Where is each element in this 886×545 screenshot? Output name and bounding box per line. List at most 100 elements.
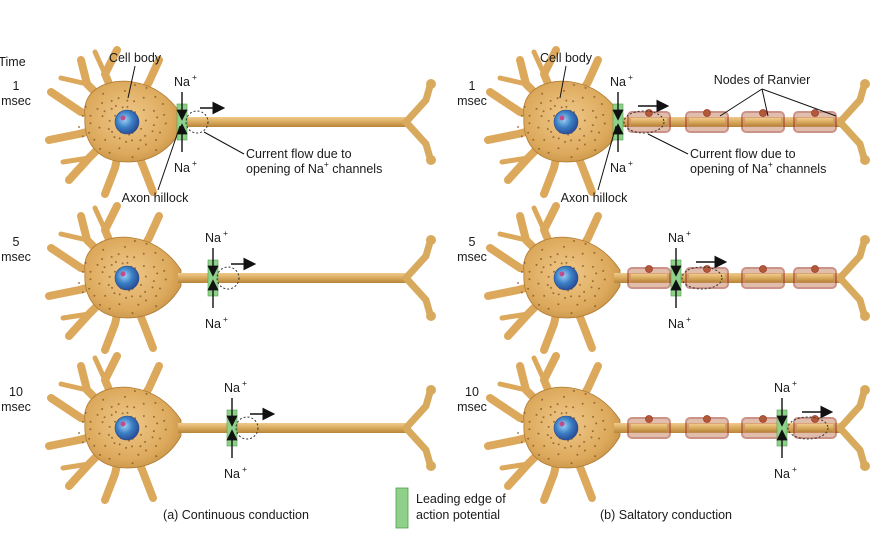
granule [144,134,147,137]
granule [570,156,573,159]
granule [556,403,559,406]
na-label-top-b2-text: Na [774,381,790,395]
granule [151,286,154,289]
na-label-bottom-a0-charge: + [192,158,197,168]
granule [540,258,543,261]
nucleus [553,415,579,441]
granule [553,410,556,413]
schwann-nucleus [811,109,819,117]
panel-0-row-1-unit: msec [1,250,31,264]
na-label-bottom-b0: Na+ [610,158,633,175]
myelin-sheath [627,415,671,439]
granule [89,122,92,125]
granule [535,263,538,266]
granule [600,102,603,105]
granule [594,444,597,447]
na-label-top-b0-charge: + [628,72,633,82]
granule [581,96,584,99]
granule [532,138,535,141]
granule [93,294,96,297]
granule [113,442,116,445]
granule [126,255,129,258]
myelin-core [745,118,781,126]
granule [528,420,531,423]
granule [576,303,579,306]
saltatory-neuron-1: Na+Na+ [484,202,870,354]
na-label-top-a0-charge: + [192,72,197,82]
granule [161,258,164,261]
granule [164,278,167,281]
granule [564,446,567,449]
granule [152,109,155,112]
schwann-nucleus [645,265,653,273]
myelin-core [689,424,725,432]
dendrite [92,49,108,77]
granule [117,253,120,256]
granule [527,437,530,440]
granule [583,440,586,443]
saltatory-neuron-2: Na+ Na+ [484,352,870,504]
leading-edge [670,248,682,308]
granule [583,299,586,302]
granule [581,109,584,112]
granule [590,286,593,289]
granule [121,106,124,109]
granule [103,416,106,419]
granule [595,116,598,119]
granule [114,270,117,273]
granule [114,114,117,117]
granule [121,412,124,415]
leader-cell-body-b [559,65,567,99]
granule [131,139,134,142]
granule [140,283,143,286]
granule [594,149,597,152]
granule [593,251,596,254]
granule [103,110,106,113]
granule [113,136,116,139]
granule [78,431,81,434]
granule [546,283,549,286]
granule [118,453,121,456]
axon-terminal-upper [402,388,434,432]
granule [557,443,560,446]
granule [547,307,550,310]
nucleolus [120,421,126,427]
time-header: Time [0,55,26,69]
granule [565,411,568,414]
terminal-bouton [426,155,436,165]
schwann-nucleus [811,415,819,423]
granule [110,99,113,102]
granule [118,443,121,446]
granule [546,433,549,436]
leading-edge [776,398,788,458]
schwann-nucleus [703,415,711,423]
nucleus [553,109,579,135]
granule [594,138,597,141]
granule [102,248,105,251]
granule [532,294,535,297]
granule [144,119,147,122]
granule [541,92,544,95]
granule [572,100,575,103]
axon-terminal-upper [836,388,868,432]
label-current-flow-b-1: Current flow due to [690,147,796,161]
granule [540,102,543,105]
granule [156,422,159,425]
na-label-top-b2-charge: + [792,378,797,388]
granule [583,275,586,278]
granule [104,294,107,297]
granule [537,126,540,129]
granule [111,286,114,289]
granule [549,255,552,258]
granule [520,441,523,444]
granule [528,114,531,117]
dendrite [58,231,90,243]
myelin-sheath [741,109,785,133]
granule [542,266,545,269]
granule [552,442,555,445]
granule [155,455,158,458]
na-label-bottom-b2: Na+ [774,464,797,481]
granule [108,425,111,428]
